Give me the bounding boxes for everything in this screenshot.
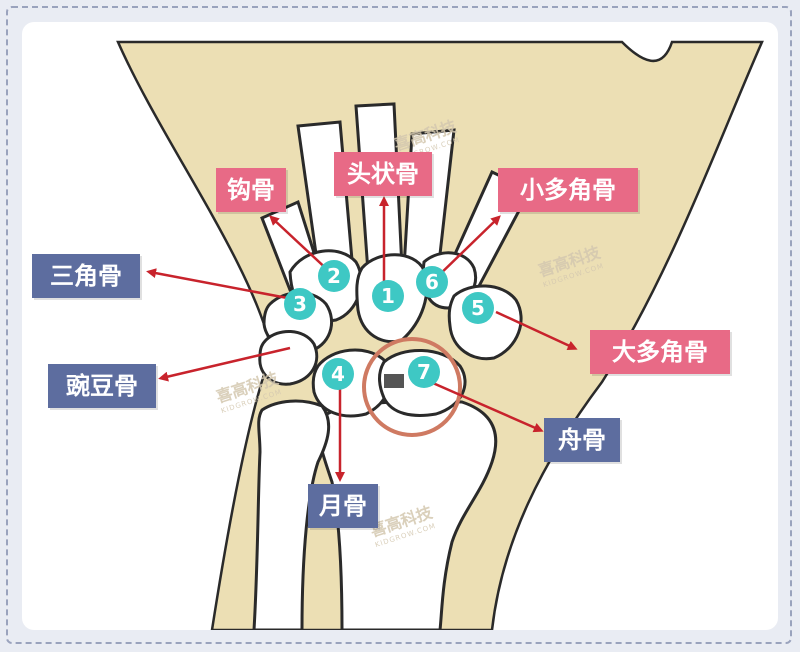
pointer-arrows	[146, 196, 578, 482]
badge-1: 1	[372, 280, 404, 312]
highlight-circle	[362, 337, 462, 437]
badge-3: 3	[284, 288, 316, 320]
badge-7: 7	[408, 356, 440, 388]
badge-5: 5	[462, 292, 494, 324]
label-triquetrum: 三角骨	[32, 254, 140, 298]
label-hamate: 钩骨	[216, 168, 286, 212]
badge-7-text: 7	[417, 360, 431, 384]
badge-4-text: 4	[331, 362, 345, 386]
label-trapezoid: 小多角骨	[498, 168, 638, 212]
label-scaphoid: 舟骨	[544, 418, 620, 462]
badge-1-text: 1	[381, 284, 395, 308]
badge-6-text: 6	[425, 270, 439, 294]
pisiform-bone	[258, 330, 319, 386]
badge-5-text: 5	[471, 296, 485, 320]
badge-2: 2	[318, 260, 350, 292]
label-lunate: 月骨	[308, 484, 378, 528]
label-trapezium: 大多角骨	[590, 330, 730, 374]
dashed-frame	[6, 6, 792, 644]
label-capitate: 头状骨	[334, 152, 432, 196]
badge-3-text: 3	[293, 292, 307, 316]
badge-4: 4	[322, 358, 354, 390]
label-pisiform: 豌豆骨	[48, 364, 156, 408]
badge-6: 6	[416, 266, 448, 298]
fracture-mark	[384, 374, 404, 388]
badge-2-text: 2	[327, 264, 341, 288]
